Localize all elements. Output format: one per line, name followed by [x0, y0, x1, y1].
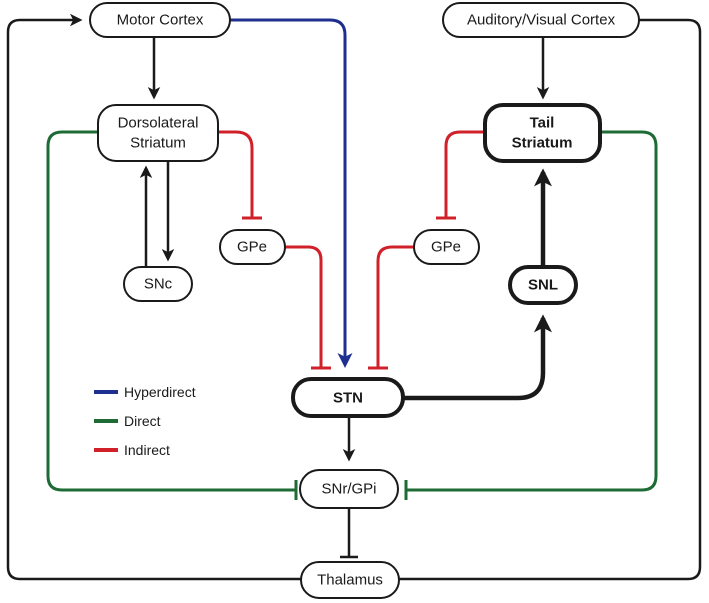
legend-item-direct: Direct: [94, 413, 161, 429]
legend-item-indirect: Indirect: [94, 442, 170, 458]
node-stn-label: STN: [333, 390, 363, 407]
legend-item-hyperdirect: Hyperdirect: [94, 384, 196, 400]
indirect-gpe-to-stn-edge: [285, 245, 323, 368]
node-gpe-left-label: GPe: [237, 239, 267, 256]
thalamus-to-motor-cortex-edge: [6, 13, 301, 581]
node-auditory-visual-cortex: Auditory/Visual Cortex: [442, 2, 640, 38]
indirect-tail-to-gpe-edge: [444, 130, 485, 218]
node-snr-gpi-label: SNr/GPi: [321, 481, 376, 498]
node-snl-label: SNL: [528, 277, 558, 294]
node-gpe-left: GPe: [219, 229, 286, 265]
direct-dls-to-snr-gpi-edge: [46, 130, 296, 492]
legend: Hyperdirect Direct Indirect: [94, 384, 196, 458]
direct-tail-to-snr-gpi-edge: [406, 130, 658, 492]
node-stn: STN: [291, 377, 405, 418]
node-motor-cortex: Motor Cortex: [89, 2, 231, 38]
stn-to-snl-edge: [403, 314, 552, 401]
indirect-dls-to-gpe-edge: [218, 130, 254, 218]
node-snc-label: SNc: [144, 276, 173, 293]
legend-label-hyperdirect: Hyperdirect: [124, 384, 196, 400]
node-thalamus: Thalamus: [300, 561, 400, 599]
node-snc: SNc: [123, 266, 193, 302]
node-dorsolateral-striatum: Dorsolateral Striatum: [97, 104, 219, 162]
node-motor-cortex-label: Motor Cortex: [117, 12, 204, 29]
node-tail-striatum: Tail Striatum: [483, 103, 602, 163]
node-gpe-right: GPe: [413, 229, 480, 265]
node-tail-striatum-label-line2: Striatum: [512, 135, 573, 152]
indirect-gpe-right-to-stn-edge: [376, 245, 414, 368]
node-dorsolateral-striatum-label-line2: Striatum: [130, 135, 186, 152]
node-dorsolateral-striatum-label-line1: Dorsolateral: [118, 115, 199, 132]
node-auditory-visual-cortex-label: Auditory/Visual Cortex: [467, 12, 616, 29]
legend-label-direct: Direct: [124, 413, 161, 429]
node-thalamus-label: Thalamus: [317, 572, 383, 589]
node-gpe-right-label: GPe: [431, 239, 461, 256]
legend-label-indirect: Indirect: [124, 442, 170, 458]
node-tail-striatum-label-line1: Tail: [530, 115, 555, 132]
node-snr-gpi: SNr/GPi: [299, 469, 399, 509]
node-snl: SNL: [508, 265, 578, 305]
hyperdirect-pathway-edge: [230, 18, 353, 368]
thalamus-to-auditory-visual-cortex-edge: [399, 13, 702, 581]
